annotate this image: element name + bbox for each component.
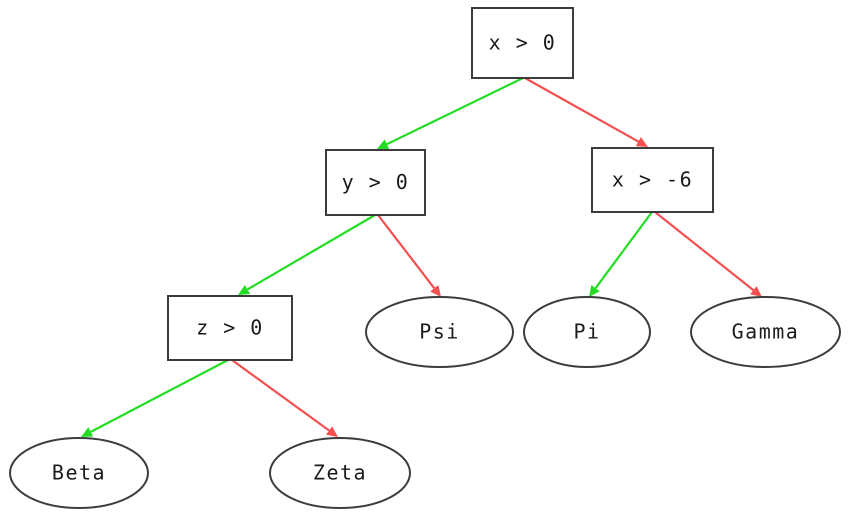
node-label: Pi (573, 320, 600, 344)
node-label: z > 0 (196, 316, 264, 340)
decision-node-rect (471, 7, 574, 79)
leaf-node-ellipse (523, 296, 651, 368)
edge-line (377, 214, 436, 289)
tree-edge-true (589, 211, 653, 297)
leaf-node-ellipse (9, 437, 149, 509)
node-label: Zeta (313, 461, 367, 485)
tree-node-x-test-neg6[interactable]: x > -6 (591, 147, 714, 213)
arrowhead-icon (589, 285, 600, 297)
decision-node-rect (167, 295, 293, 361)
edge-line (594, 211, 653, 289)
tree-node-y-test[interactable]: y > 0 (325, 149, 426, 216)
tree-node-z-test[interactable]: z > 0 (167, 295, 293, 361)
node-label: Psi (419, 320, 460, 344)
leaf-node-ellipse (690, 296, 841, 368)
node-label: Gamma (732, 320, 800, 344)
tree-edge-true (238, 214, 376, 295)
edge-line (524, 77, 639, 143)
tree-node-gamma[interactable]: Gamma (690, 296, 841, 368)
node-label: Beta (52, 461, 106, 485)
decision-node-rect (591, 147, 714, 213)
tree-edge-false (231, 359, 338, 437)
arrowhead-icon (377, 139, 390, 149)
tree-node-pi[interactable]: Pi (523, 296, 651, 368)
leaf-node-ellipse (269, 437, 411, 509)
edges-layer (81, 77, 762, 437)
arrowhead-icon (238, 284, 251, 295)
node-label: x > -6 (612, 168, 693, 192)
leaf-node-ellipse (365, 296, 514, 368)
tree-edge-false (377, 214, 441, 297)
arrowhead-icon (750, 286, 762, 297)
arrowhead-icon (635, 137, 648, 147)
arrowhead-icon (326, 426, 338, 437)
tree-edge-true (377, 77, 524, 149)
node-label: x > 0 (489, 31, 557, 55)
decision-node-rect (325, 149, 426, 216)
tree-edge-false (654, 211, 762, 297)
tree-node-beta[interactable]: Beta (9, 437, 149, 509)
arrowhead-icon (430, 285, 441, 297)
node-label: y > 0 (342, 170, 410, 194)
edge-line (246, 214, 376, 291)
arrowhead-icon (81, 427, 94, 437)
tree-node-psi[interactable]: Psi (365, 296, 514, 368)
edge-line (90, 359, 229, 433)
tree-node-zeta[interactable]: Zeta (269, 437, 411, 509)
tree-edge-true (81, 359, 229, 437)
edge-line (231, 359, 330, 432)
edge-line (654, 211, 755, 292)
tree-edge-false (524, 77, 648, 147)
tree-node-root[interactable]: x > 0 (471, 7, 574, 79)
edge-line (386, 77, 524, 146)
